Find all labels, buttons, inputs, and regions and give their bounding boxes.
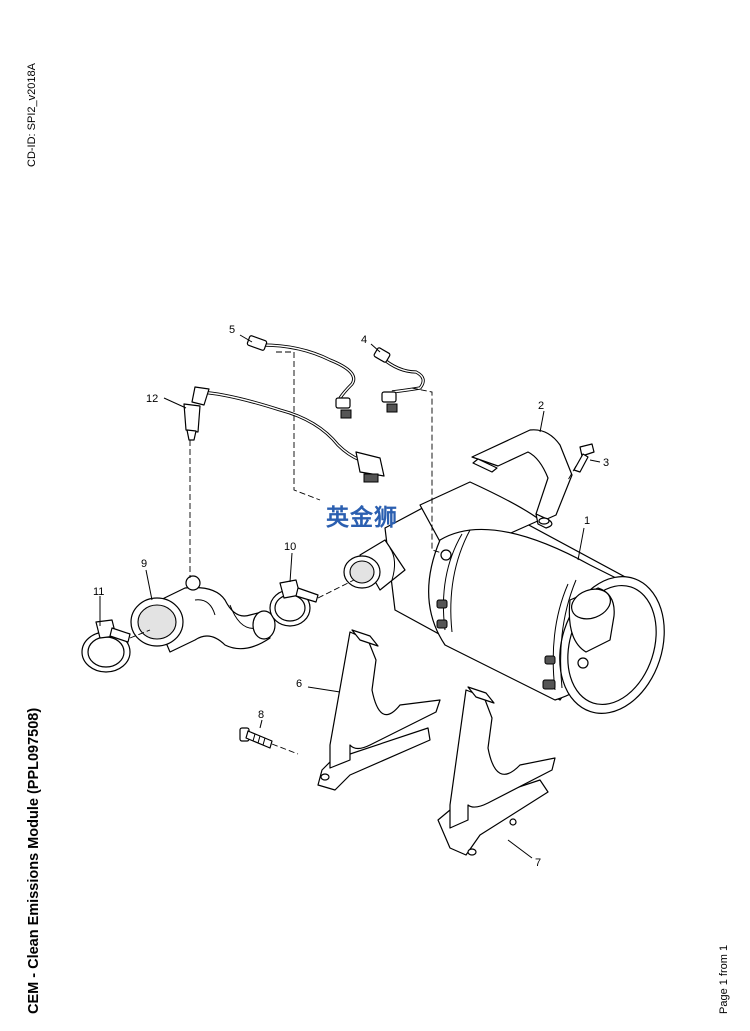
watermark-logo: 英金狮: [326, 505, 398, 531]
alignment-lines: [129, 351, 577, 755]
callout-12: 12: [146, 393, 158, 405]
sensor-harness-4: [373, 347, 425, 413]
callout-2: 2: [538, 400, 544, 412]
bolt-8: [239, 727, 273, 749]
callout-labels: 1 2 3 4 5 6 7 8 9 10 11 12: [93, 324, 609, 869]
leader-lines: [99, 334, 601, 859]
callout-11: 11: [93, 586, 104, 598]
top-bracket: [471, 429, 573, 529]
callout-8: 8: [258, 709, 264, 721]
callout-9: 9: [141, 558, 147, 570]
callout-5: 5: [229, 324, 235, 336]
callout-3: 3: [603, 457, 609, 469]
lambda-sensor-12: [183, 386, 385, 483]
support-bracket-7: [437, 686, 556, 856]
callout-1: 1: [584, 515, 590, 527]
flex-pipe-9: [130, 575, 276, 653]
cem-canister: [343, 481, 665, 714]
callout-7: 7: [535, 857, 541, 869]
bolt-3: [573, 443, 595, 473]
callout-10: 10: [284, 541, 296, 553]
clamp-11: [81, 619, 131, 673]
callout-4: 4: [361, 334, 367, 346]
support-bracket-6: [317, 629, 441, 791]
sensor-harness-5: [246, 335, 356, 419]
clamp-10: [269, 579, 319, 627]
callout-6: 6: [296, 678, 302, 690]
